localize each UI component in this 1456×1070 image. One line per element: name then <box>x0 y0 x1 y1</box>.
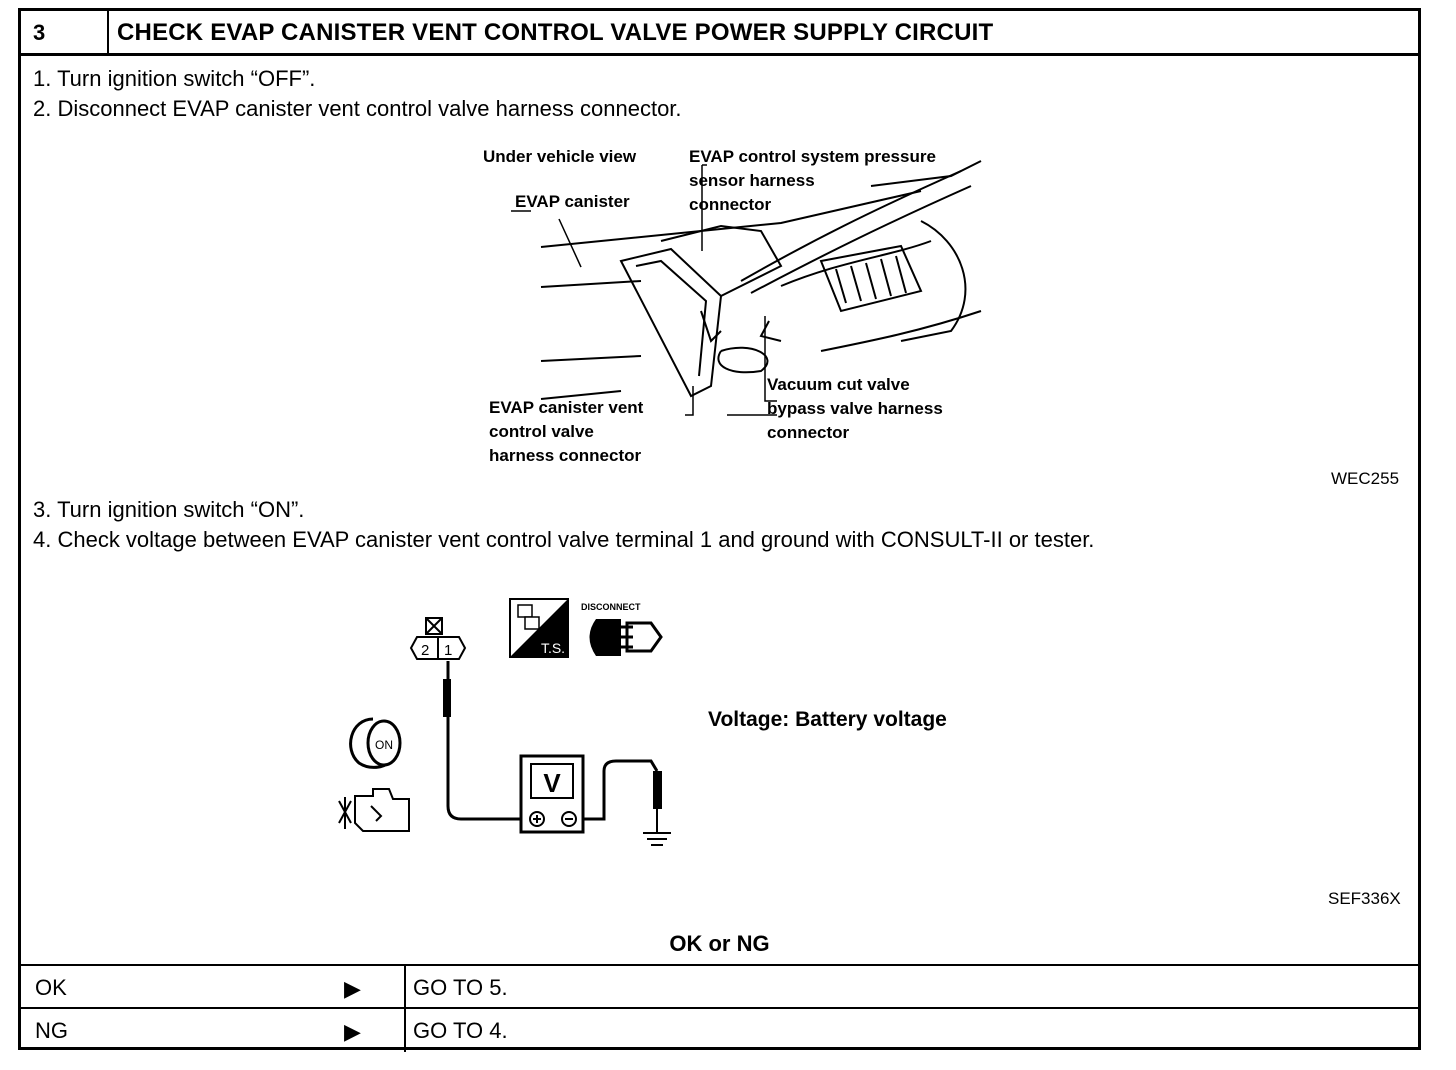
voltmeter-icon: V <box>519 754 585 834</box>
disconnect-icon: DISCONNECT <box>581 602 663 656</box>
ground-probe-icon <box>653 771 662 809</box>
terminal-2-label: 2 <box>421 642 429 659</box>
meter-label: V <box>543 768 561 798</box>
result-action: GO TO 4. <box>413 1018 508 1043</box>
label-under-vehicle-view: Under vehicle view <box>483 147 637 166</box>
label-line: EVAP control system pressure <box>689 147 936 166</box>
arrow-right-icon: ▶ <box>344 1019 361 1044</box>
negative-lead <box>581 759 659 821</box>
ignition-label: ON <box>375 738 393 752</box>
figure-code-1: WEC255 <box>1331 469 1400 488</box>
figure-code-2: SEF336X <box>1328 889 1401 908</box>
engine-icon <box>338 788 410 832</box>
label-line: bypass valve harness <box>767 399 943 418</box>
label-line: connector <box>689 195 772 214</box>
step-1: 1. Turn ignition switch “OFF”. <box>33 66 316 91</box>
arrow-right-icon: ▶ <box>344 976 361 1001</box>
label-vacuum-cut-valve: Vacuum cut valve bypass valve harness co… <box>767 373 943 445</box>
result-key: NG <box>35 1018 68 1043</box>
label-line: connector <box>767 423 850 442</box>
step-2: 2. Disconnect EVAP canister vent control… <box>33 96 682 121</box>
result-key: OK <box>35 975 67 1000</box>
label-line: EVAP canister vent <box>489 398 644 417</box>
label-line: harness connector <box>489 446 642 465</box>
voltage-spec: Voltage: Battery voltage <box>708 708 947 731</box>
procedure-frame: 3 CHECK EVAP CANISTER VENT CONTROL VALVE… <box>18 8 1421 1052</box>
probe-icon <box>443 679 451 717</box>
terminal-1-label: 1 <box>444 642 452 659</box>
label-pressure-sensor: EVAP control system pressure sensor harn… <box>689 145 936 217</box>
label-line: control valve <box>489 422 594 441</box>
ts-icon: T.S. <box>509 598 569 658</box>
label-evap-canister: EVAP canister <box>515 192 630 211</box>
result-action: GO TO 5. <box>413 975 508 1000</box>
ok-or-ng-question: OK or NG <box>669 931 770 956</box>
label-line: Vacuum cut valve <box>767 375 910 394</box>
result-row-ok: OK ▶ GO TO 5. <box>21 964 1418 1009</box>
label-line: sensor harness <box>689 171 815 190</box>
disconnect-label: DISCONNECT <box>581 602 641 612</box>
section-title: CHECK EVAP CANISTER VENT CONTROL VALVE P… <box>117 19 994 46</box>
label-vent-control-valve: EVAP canister vent control valve harness… <box>489 396 643 468</box>
row-divider <box>404 966 406 1009</box>
connector-icon: 2 1 <box>409 617 467 660</box>
positive-lead <box>446 661 521 821</box>
ignition-on-icon: ON <box>349 717 402 769</box>
step-4: 4. Check voltage between EVAP canister v… <box>33 527 1095 552</box>
ground-icon <box>643 809 671 846</box>
ts-label: T.S. <box>541 640 565 656</box>
step-number: 3 <box>33 20 46 45</box>
step-3: 3. Turn ignition switch “ON”. <box>33 497 305 522</box>
result-row-ng: NG ▶ GO TO 4. <box>21 1007 1418 1052</box>
under-vehicle-illustration <box>511 160 982 416</box>
voltage-check-diagram: 2 1 V T.S. DISCONNECT <box>338 598 671 846</box>
header-divider <box>107 11 109 53</box>
row-divider <box>404 1009 406 1052</box>
section-header: 3 CHECK EVAP CANISTER VENT CONTROL VALVE… <box>21 11 1418 56</box>
